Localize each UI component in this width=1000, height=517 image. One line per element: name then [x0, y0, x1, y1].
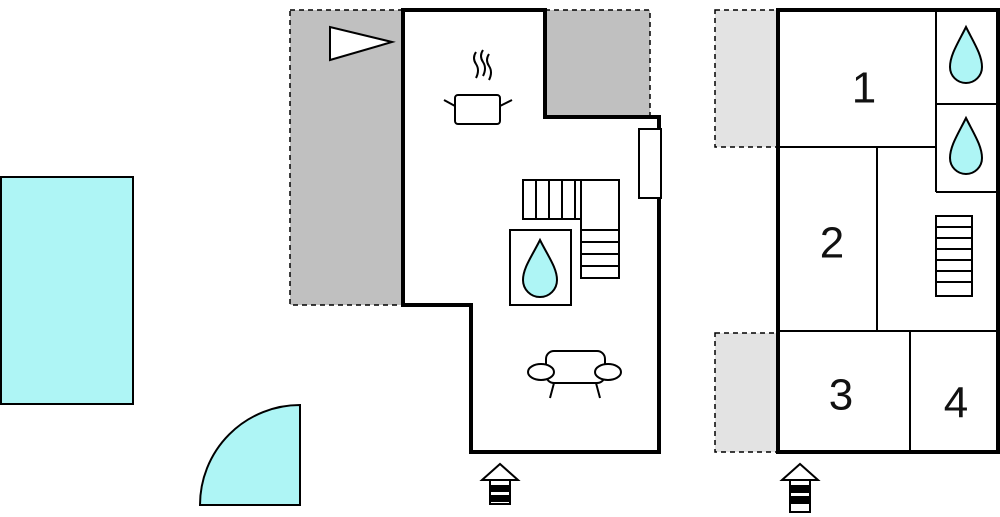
bathroom-drop-icon [948, 24, 984, 84]
balcony-bottom [714, 332, 779, 453]
room-1-label: 1 [852, 64, 876, 113]
bathroom-drop-icon [948, 115, 984, 175]
balcony-top [714, 9, 779, 148]
entrance-icon [779, 462, 821, 513]
garden-quarter-circle [198, 403, 301, 506]
ground-floor [289, 8, 662, 505]
room-4-label: 4 [944, 379, 968, 428]
triangle-sign-icon [329, 25, 396, 62]
room-3-label: 3 [829, 371, 853, 420]
stairs-icon [935, 215, 973, 297]
bathroom-drop-icon [509, 229, 572, 306]
room-2-label: 2 [820, 219, 844, 268]
stairs-icon [522, 179, 620, 279]
sofa-icon [527, 350, 622, 399]
terrace-right [544, 9, 651, 118]
upper-floor: 1 2 3 4 [714, 8, 1000, 513]
window-icon [638, 128, 662, 199]
entrance-icon [479, 462, 521, 505]
cooking-pot-icon [443, 49, 513, 125]
upper-floor-partitions [778, 10, 998, 452]
pool [0, 176, 134, 405]
